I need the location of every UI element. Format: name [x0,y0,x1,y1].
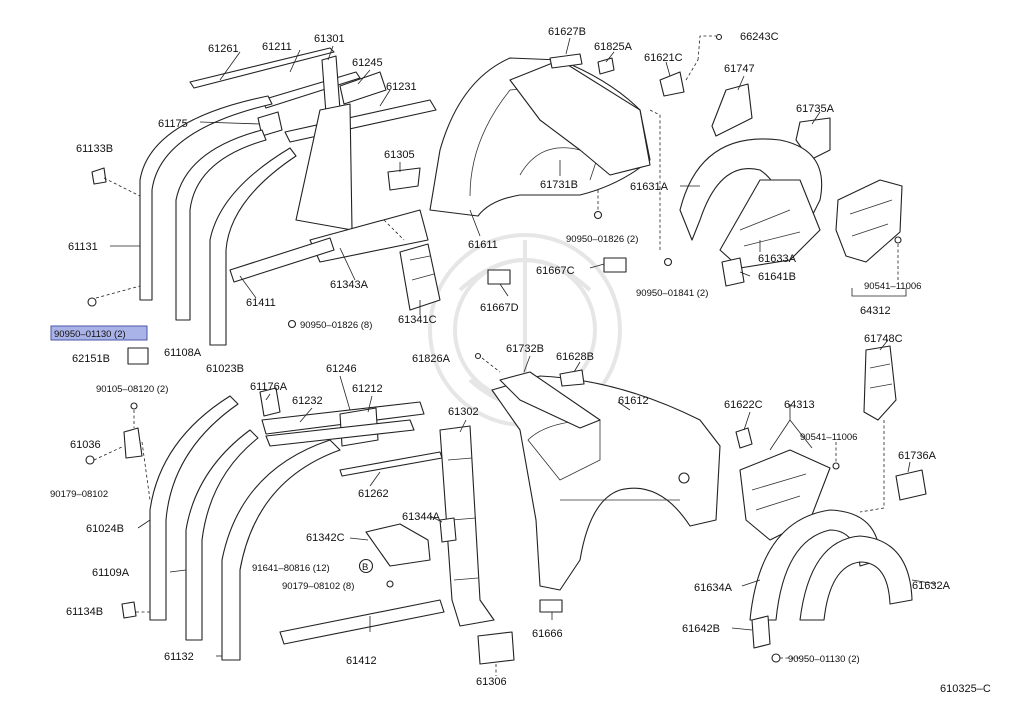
label-61641b: 61641B [758,271,796,283]
part-labels: 61261 61211 61301 61245 61231 61175 6113… [50,26,991,695]
label-61245: 61245 [352,57,383,69]
label-61747: 61747 [724,63,755,75]
label-61306: 61306 [476,676,507,688]
label-64313: 64313 [784,399,815,411]
label-61628b: 61628B [556,351,594,363]
label-90950-01841-2: 90950–01841 (2) [636,288,708,299]
label-61642b: 61642B [682,623,720,635]
label-90105-08120-2: 90105–08120 (2) [96,384,168,395]
label-61131: 61131 [68,241,98,253]
label-61732b: 61732B [506,343,544,355]
label-61301: 61301 [314,33,345,45]
label-61246: 61246 [326,363,357,375]
label-64312: 64312 [860,305,891,317]
label-61634a: 61634A [694,582,733,594]
label-61211: 61211 [262,41,292,53]
upper-right-wheelhouse [679,75,907,297]
upper-quarter-panel [429,33,723,297]
label-61622c: 61622C [724,399,763,411]
label-61633a: 61633A [758,253,797,265]
callout-b-letter: B [362,562,368,573]
callout-b-circle [358,558,374,574]
label-61748c: 61748C [864,333,903,345]
label-61621c: 61621C [644,52,683,64]
label-61302: 61302 [448,406,479,418]
label-61262: 61262 [358,488,389,500]
lower-right-wheelhouse [731,339,937,663]
label-61232: 61232 [292,395,323,407]
label-61176a: 61176A [250,381,288,393]
label-90179-08102-8: 90179–08102 (8) [282,581,354,592]
label-61342c: 61342C [306,532,345,544]
lower-quarter-panel [474,352,721,591]
label-61343a: 61343A [330,279,369,291]
label-66243c: 66243C [740,31,779,43]
label-61134b: 61134B [66,606,103,618]
label-61341c: 61341C [398,314,437,326]
label-61132: 61132 [164,651,194,663]
label-61666: 61666 [532,628,563,640]
label-61667d: 61667D [480,302,519,314]
label-61036: 61036 [70,439,101,451]
label-61212: 61212 [352,383,383,395]
label-61412: 61412 [346,655,377,667]
lower-left-body-side [85,375,563,676]
label-90541-11006-bottom: 90541–11006 [800,432,857,443]
label-61109a: 61109A [92,567,130,579]
label-90179-08102: 90179–08102 [50,489,108,500]
label-61826a: 61826A [412,353,451,365]
label-62151b: 62151B [72,353,110,365]
label-61024b: 61024B [86,523,124,535]
label-61305: 61305 [384,149,415,161]
label-61825a: 61825A [594,41,633,53]
label-61108a: 61108A [164,347,202,359]
label-61611: 61611 [468,239,498,251]
label-61231: 61231 [386,81,417,93]
label-91641-80816-12: 91641–80816 (12) [252,563,330,574]
label-61344a: 61344A [402,511,441,523]
label-61736a: 61736A [898,450,937,462]
label-61261: 61261 [208,43,239,55]
label-61175: 61175 [158,118,188,130]
label-61411: 61411 [246,297,276,309]
label-61631a: 61631A [630,181,669,193]
label-61133b: 61133B [76,143,113,155]
label-61667c: 61667C [536,265,575,277]
label-61731b: 61731B [540,179,578,191]
label-61023b: 61023B [206,363,244,375]
label-90950-01826-2: 90950–01826 (2) [566,234,638,245]
highlight-box [50,325,148,341]
label-61612: 61612 [618,395,649,407]
label-90950-01130-2-bottom: 90950–01130 (2) [788,654,860,665]
diagram-code: 610325–C [940,683,991,695]
label-90541-11006-top: 90541–11006 [864,281,921,292]
label-61632a: 61632A [912,580,951,592]
label-90950-01130-2-highlighted[interactable]: 90950–01130 (2) [54,329,126,340]
label-61627b: 61627B [548,26,586,38]
upper-left-body-side [87,45,441,365]
label-61735a: 61735A [796,103,835,115]
label-90950-01826-8: 90950–01826 (8) [300,320,372,331]
